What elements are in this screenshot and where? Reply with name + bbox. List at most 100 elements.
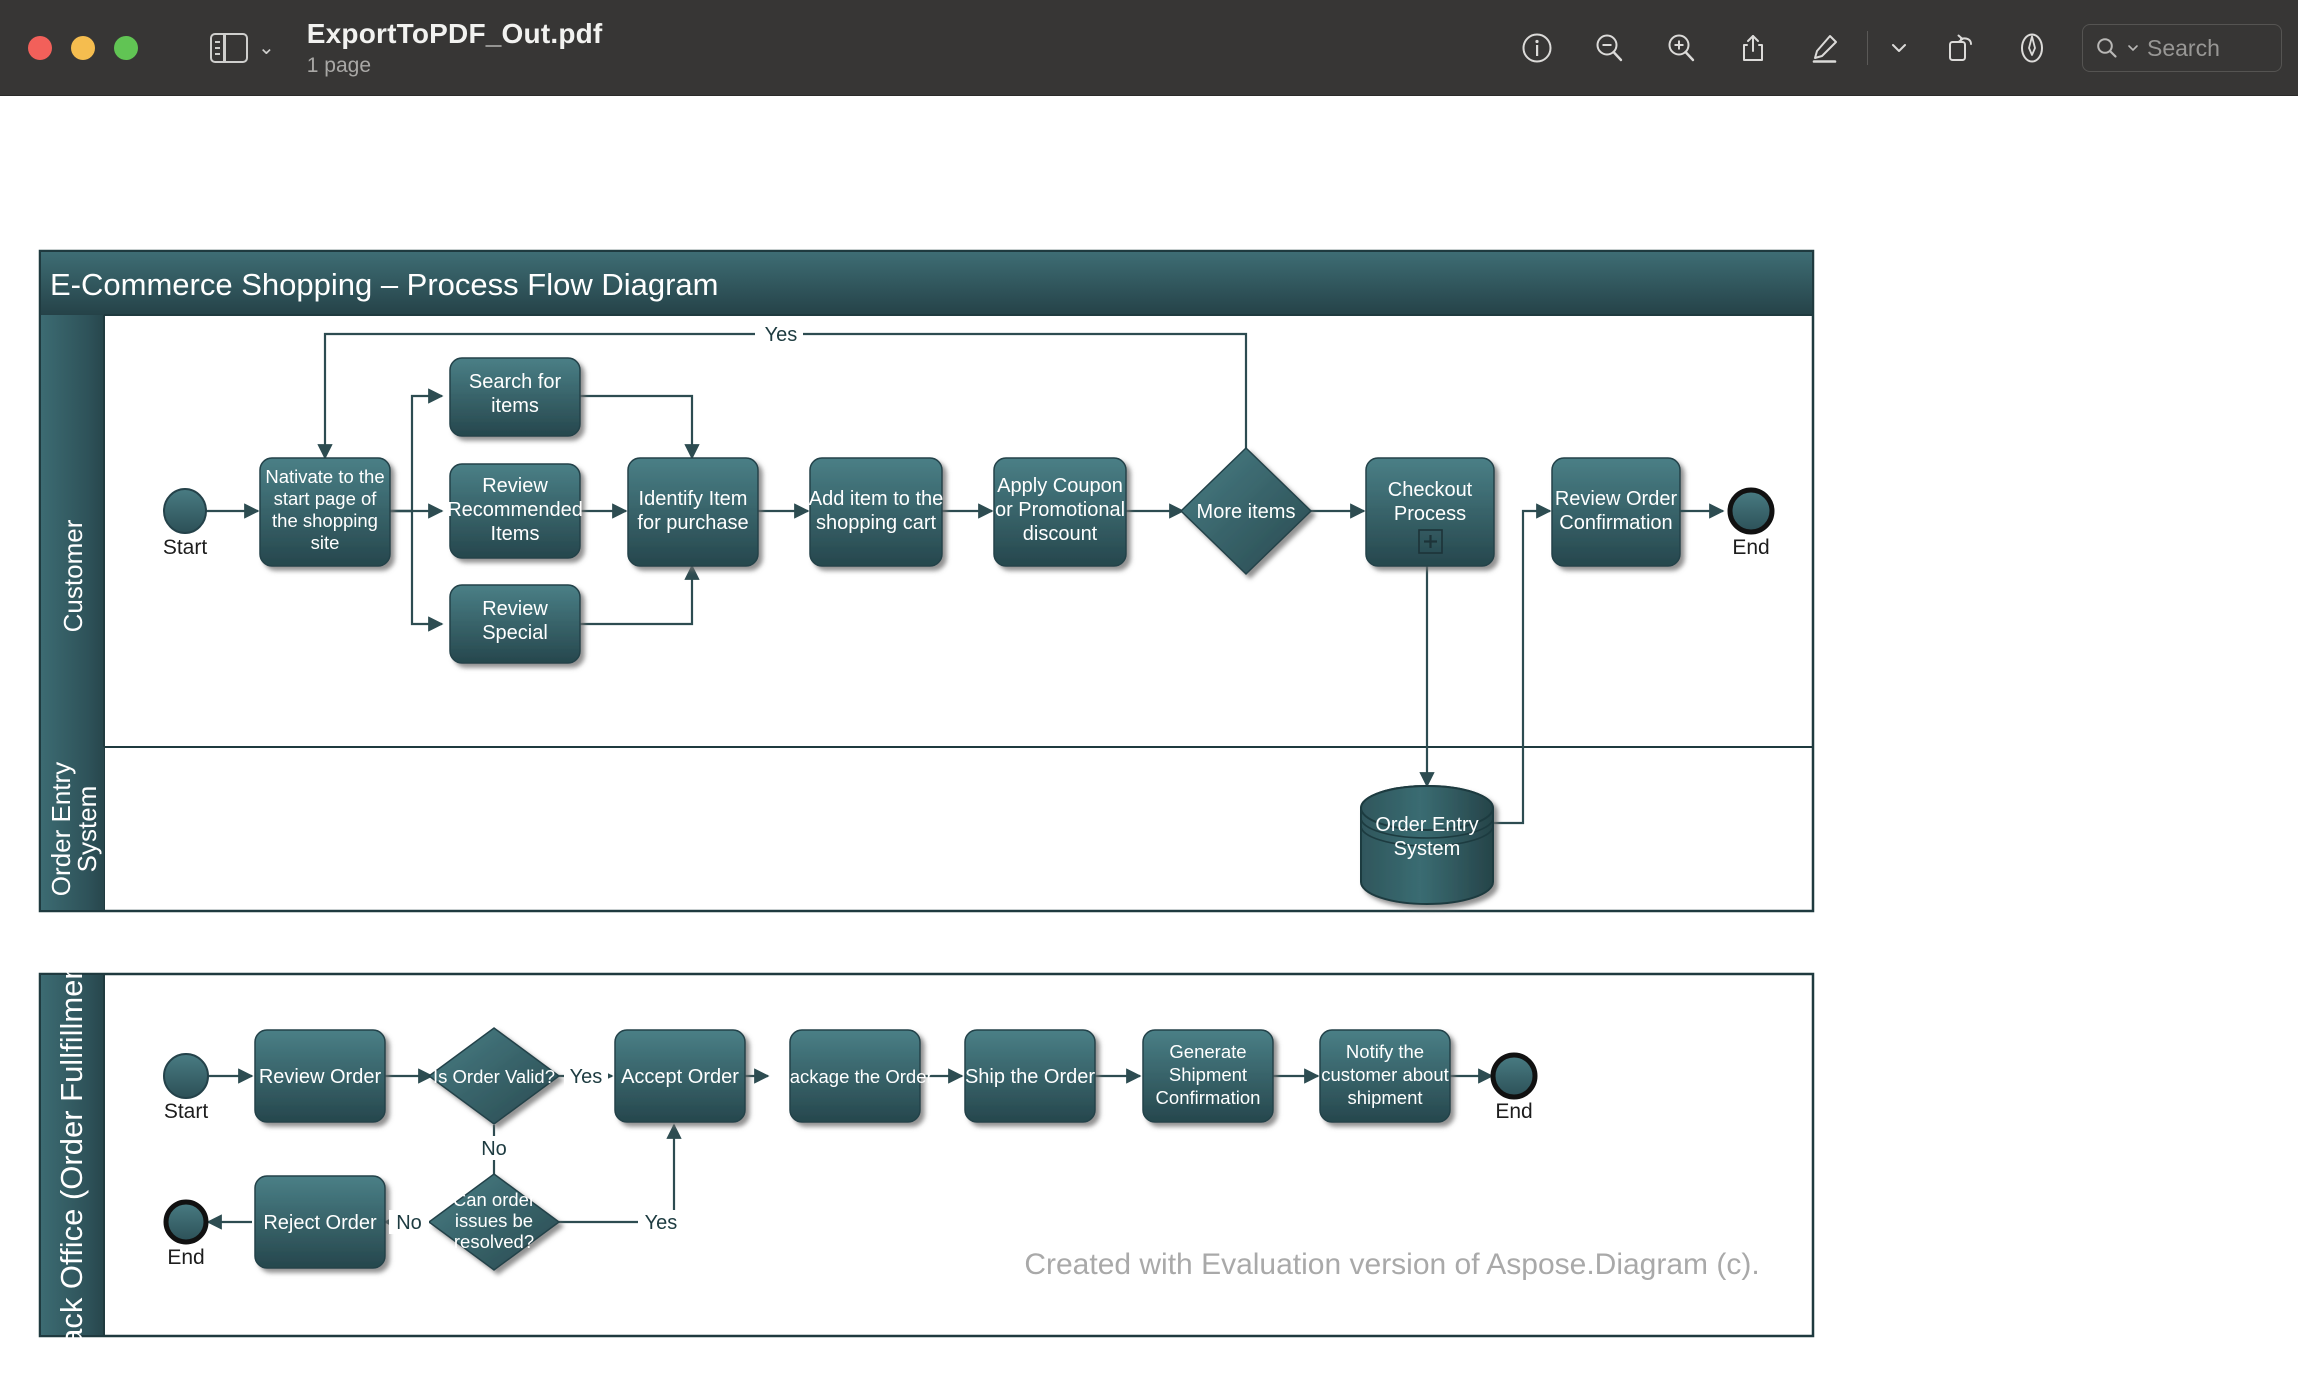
minimize-button[interactable] (71, 35, 95, 60)
node-label-line1: Review (482, 475, 548, 497)
chevron-down-icon-tools[interactable] (1874, 0, 1924, 96)
node-gateway-is-order-valid[interactable]: Is Order Valid? (427, 1027, 561, 1125)
node-navigate-start-page[interactable]: Nativate to the start page of the shoppi… (259, 457, 391, 567)
annotate-icon[interactable] (1996, 0, 2068, 96)
rotate-icon[interactable] (1924, 0, 1996, 96)
document-title-block: ExportToPDF_Out.pdf 1 page (307, 18, 603, 78)
node-label-line3: Items (491, 523, 540, 545)
node-label: Reject Order (263, 1212, 377, 1234)
node-label-line1: Notify the (1346, 1041, 1424, 1062)
node-review-order[interactable]: Review Order (254, 1029, 386, 1123)
node-label-line3: resolved? (454, 1231, 534, 1252)
lane-label-back-office: Back Office (Order Fullfillment) (54, 943, 89, 1366)
node-checkout-process[interactable]: Checkout Process (1365, 457, 1495, 567)
node-gateway-can-issues-be-resolved[interactable]: Can order issues be resolved? (427, 1173, 561, 1271)
node-label-line2: for purchase (637, 512, 748, 534)
share-icon[interactable] (1717, 0, 1789, 96)
node-label-line1: Generate (1169, 1041, 1246, 1062)
node-label-line2: issues be (455, 1210, 533, 1231)
node-label-line2: Process (1394, 503, 1466, 525)
lane-header-order-entry (41, 747, 104, 910)
node-review-special[interactable]: Review Special (449, 584, 581, 664)
pool-customer: E-Commerce Shopping – Process Flow Diagr… (38, 249, 1815, 913)
edge-label-valid-yes: Yes (564, 1064, 608, 1088)
node-label-line2: customer about (1321, 1064, 1449, 1085)
markup-icon[interactable] (1789, 0, 1861, 96)
edge-label-valid-no: No (474, 1136, 514, 1160)
node-outer-label: Start (163, 536, 208, 559)
pdf-page: E-Commerce Shopping – Process Flow Diagr… (0, 96, 2298, 1374)
node-label: Package the Order (777, 1066, 932, 1087)
node-reject-order[interactable]: Reject Order (254, 1175, 386, 1269)
node-label-line1: Search for (469, 371, 562, 393)
node-order-entry-system-datastore[interactable]: Order Entry System (1360, 785, 1494, 905)
node-end-back-office[interactable]: End (1490, 1052, 1538, 1123)
zoom-button[interactable] (114, 35, 138, 60)
node-label: Accept Order (621, 1066, 739, 1088)
node-review-order-confirmation[interactable]: Review Order Confirmation (1551, 457, 1681, 567)
node-label-line2: Special (482, 622, 548, 644)
lane-label-order-entry-1: Order Entry (46, 762, 76, 896)
node-label-line1: Order Entry (1375, 814, 1478, 836)
node-label-line3: discount (1023, 523, 1098, 545)
document-title: ExportToPDF_Out.pdf (306, 17, 603, 49)
node-ship-order[interactable]: Ship the Order (964, 1029, 1096, 1123)
node-label-line1: Can order (453, 1189, 535, 1210)
node-label-line3: the shopping (272, 510, 378, 531)
lane-header-back-office (41, 975, 104, 1335)
node-label-line1: Nativate to the (265, 466, 384, 487)
node-outer-label: Start (164, 1100, 209, 1123)
node-outer-label: End (1732, 536, 1769, 559)
lane-label-order-entry-2: System (72, 786, 102, 873)
toolbar: Search (1501, 0, 2298, 96)
pool-back-office: Back Office (Order Fullfillment) (38, 943, 1815, 1367)
page-count: 1 page (306, 53, 371, 77)
node-package-order[interactable]: Package the Order (777, 1029, 933, 1123)
node-label-line2: items (491, 395, 539, 417)
zoom-out-icon[interactable] (1573, 0, 1645, 96)
node-add-to-cart[interactable]: Add item to the shopping cart (809, 457, 944, 567)
info-icon[interactable] (1501, 0, 1573, 96)
sidebar-toggle-button[interactable]: ⌄ (210, 32, 275, 63)
chevron-down-icon[interactable]: ⌄ (258, 36, 275, 59)
close-button[interactable] (28, 35, 52, 60)
node-label-line1: Review Order (1555, 488, 1678, 510)
node-end-reject[interactable]: End (163, 1199, 209, 1269)
search-input[interactable]: Search (2082, 24, 2282, 72)
node-label-line1: Checkout (1388, 479, 1473, 501)
node-label-line1: Apply Coupon (997, 475, 1123, 497)
diagram-title-band (41, 252, 1812, 315)
node-review-recommended-items[interactable]: Review Recommended Items (447, 463, 583, 559)
node-label-line2: Shipment (1169, 1064, 1247, 1085)
traffic-light-group (28, 35, 138, 60)
node-gateway-more-items[interactable]: More items (1179, 446, 1313, 576)
node-label: Review Order (259, 1066, 382, 1088)
edge-label-text: No (396, 1212, 422, 1234)
node-outer-label: End (167, 1246, 204, 1269)
sidebar-icon (210, 32, 248, 63)
node-label-line1: Review (482, 598, 548, 620)
edge-label-text: Yes (570, 1066, 603, 1088)
node-label-line2: System (1394, 838, 1461, 860)
node-search-for-items[interactable]: Search for items (449, 357, 581, 437)
node-identify-item[interactable]: Identify Item for purchase (627, 457, 759, 567)
zoom-in-icon[interactable] (1645, 0, 1717, 96)
node-accept-order[interactable]: Accept Order (614, 1029, 746, 1123)
node-start-customer[interactable]: Start (163, 488, 208, 559)
edge-label-yes-more-items: Yes (755, 322, 803, 346)
pdf-page-canvas[interactable]: E-Commerce Shopping – Process Flow Diagr… (0, 96, 2298, 1374)
diagram-title: E-Commerce Shopping – Process Flow Diagr… (50, 267, 718, 302)
node-start-back-office[interactable]: Start (163, 1053, 209, 1123)
window-titlebar: ⌄ ExportToPDF_Out.pdf 1 page (0, 0, 2298, 96)
node-end-customer[interactable]: End (1727, 487, 1775, 559)
node-apply-coupon[interactable]: Apply Coupon or Promotional discount (993, 457, 1127, 567)
node-notify-customer[interactable]: Notify the customer about shipment (1319, 1029, 1451, 1123)
node-label-line1: Identify Item (639, 488, 748, 510)
node-label-line3: Confirmation (1156, 1087, 1261, 1108)
node-label-line4: site (311, 532, 340, 553)
node-label-line2: Confirmation (1559, 512, 1672, 534)
search-icon (2097, 38, 2117, 58)
toolbar-divider (1867, 31, 1868, 65)
node-generate-shipment-confirmation[interactable]: Generate Shipment Confirmation (1142, 1029, 1274, 1123)
node-outer-label: End (1495, 1100, 1532, 1123)
